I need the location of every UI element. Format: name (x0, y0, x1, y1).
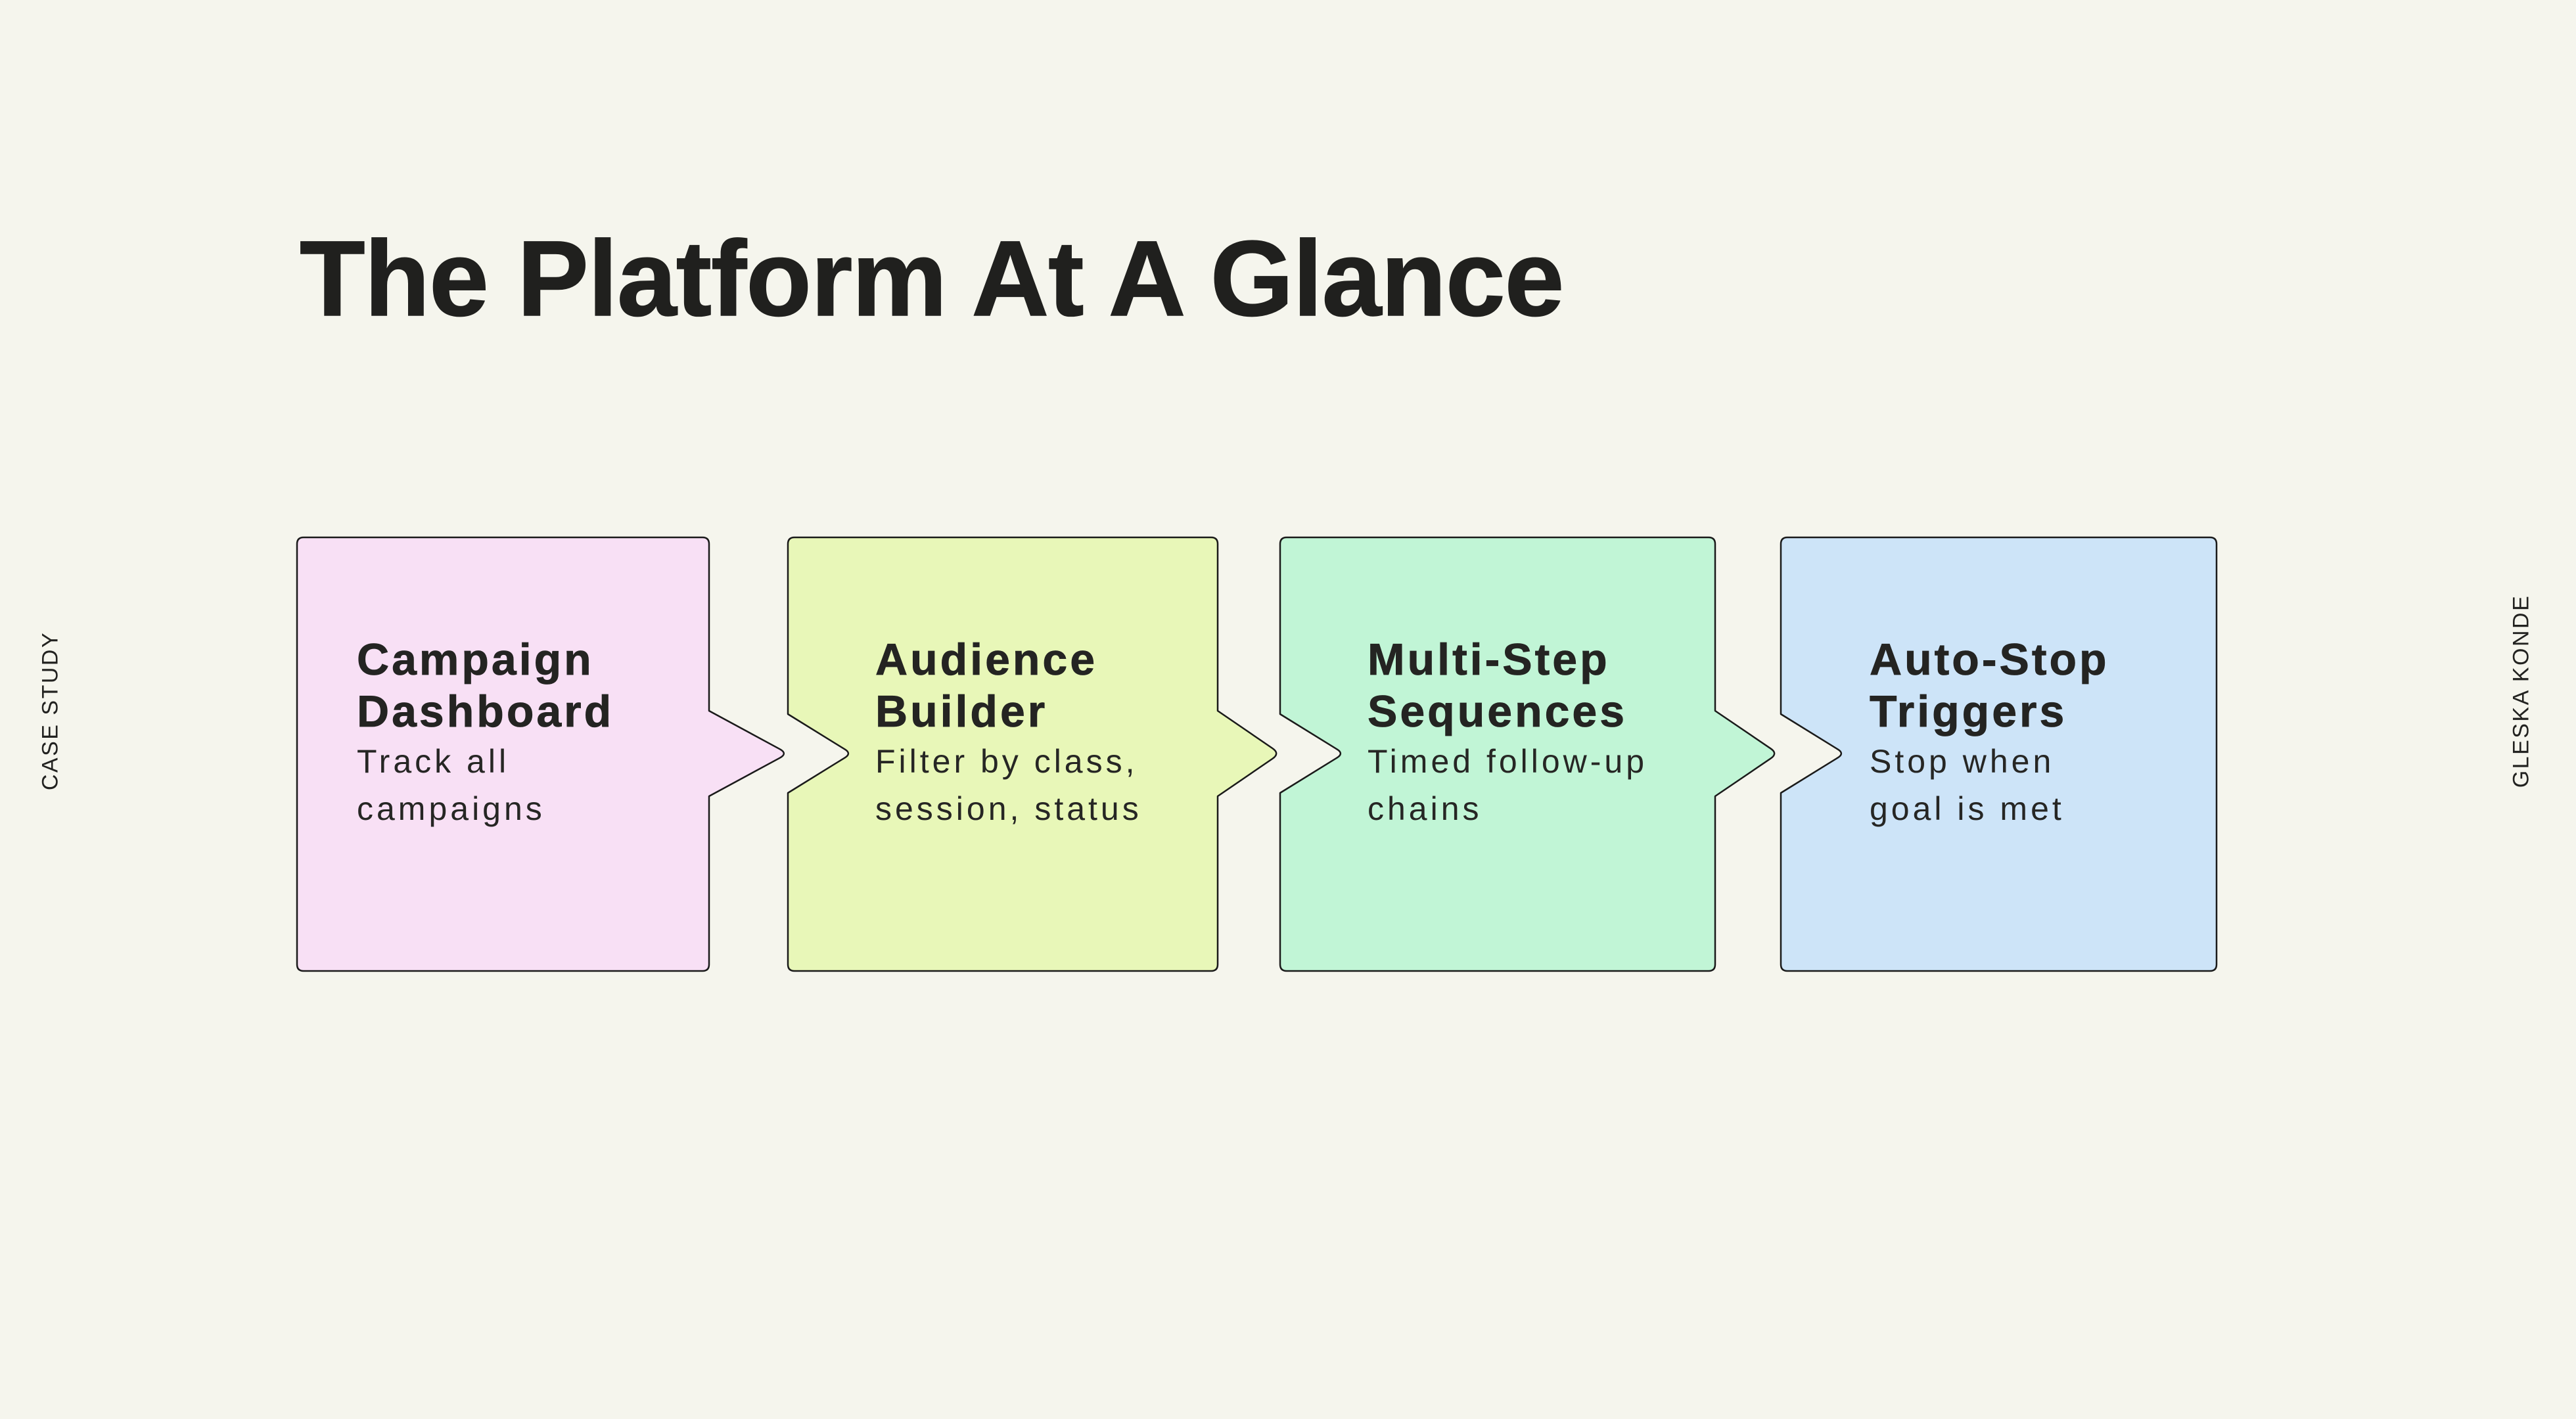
step-body: Timed follow-up chains (1368, 743, 1648, 827)
side-label-case-study: CASE STUDY (37, 631, 63, 791)
step-heading: Campaign Dashboard (357, 635, 614, 737)
step-campaign-dashboard: Campaign Dashboard Track all campaigns (357, 634, 695, 832)
step-heading: Multi-Step Sequences (1368, 635, 1628, 737)
step-heading: Audience Builder (875, 635, 1098, 737)
page-title: The Platform At A Glance (299, 218, 1565, 339)
side-label-gleska-konde: GLESKA KONDE (2508, 594, 2534, 788)
step-body: Stop when goal is met (1870, 743, 2065, 827)
step-audience-builder: Audience Builder Filter by class, sessio… (875, 634, 1207, 832)
step-heading: Auto-Stop Triggers (1870, 635, 2109, 737)
step-auto-stop-triggers: Auto-Stop Triggers Stop when goal is met (1870, 634, 2208, 832)
step-body: Filter by class, session, status (875, 743, 1142, 827)
step-multi-step-sequences: Multi-Step Sequences Timed follow-up cha… (1368, 634, 1706, 832)
step-body: Track all campaigns (357, 743, 545, 827)
